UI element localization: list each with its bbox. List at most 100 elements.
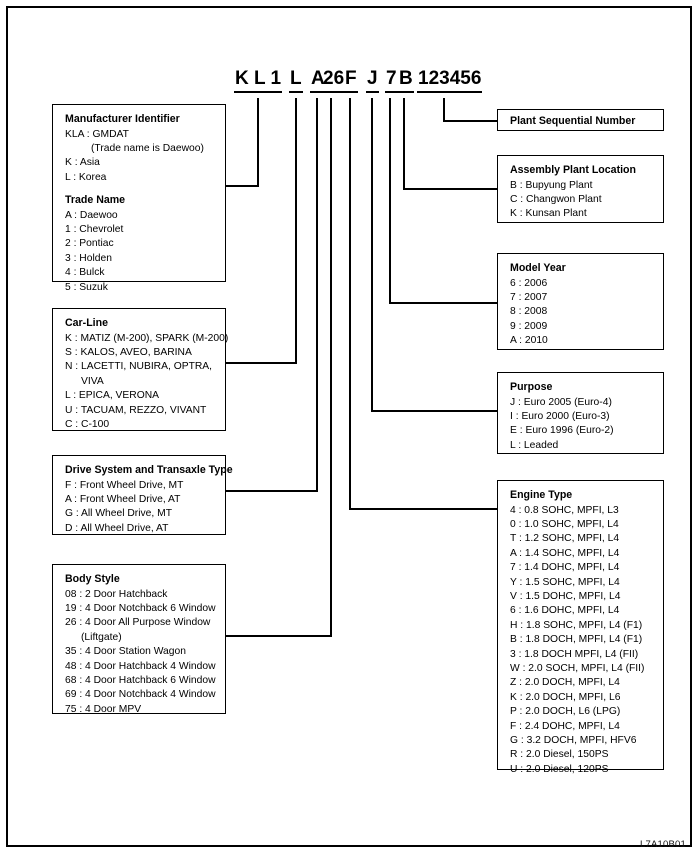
connector-bodystyle-vertical (330, 98, 332, 635)
connector-engine-vertical (349, 98, 351, 508)
engine-item: A : 1.4 SOHC, MPFI, L4 (510, 547, 620, 559)
engine-item: R : 2.0 Diesel, 150PS (510, 749, 609, 761)
assembly-item: B : Bupyung Plant (510, 179, 593, 191)
carline-item: U : TACUAM, REZZO, VIVANT (65, 404, 207, 416)
connector-bodystyle-horizontal (226, 635, 332, 637)
bodystyle-item: (Liftgate) (81, 631, 122, 643)
engine-item: 3 : 1.8 DOCH MPFI, L4 (FII) (510, 648, 639, 660)
box-purpose: Purpose J : Euro 2005 (Euro-4) I : Euro … (497, 372, 664, 454)
vin-string: K L 1 L A 26 F J 7 B 123456 (0, 68, 700, 98)
assembly-item: C : Changwon Plant (510, 193, 602, 205)
vin-segment-plant: B (398, 68, 414, 93)
modelyear-item: 7 : 2007 (510, 291, 548, 303)
drive-title: Drive System and Transaxle Type (65, 464, 233, 476)
page-border (6, 6, 692, 847)
vin-segment-purpose: J (366, 68, 379, 93)
bodystyle-item: 35 : 4 Door Station Wagon (65, 646, 186, 658)
drive-item: F : Front Wheel Drive, MT (65, 479, 184, 491)
vin-segment-trade: A (310, 68, 326, 93)
engine-item: V : 1.5 DOHC, MPFI, L4 (510, 590, 621, 602)
assembly-item: K : Kunsan Plant (510, 208, 587, 220)
engine-item: F : 2.4 DOHC, MPFI, L4 (510, 720, 620, 732)
figure-code: L7A10B01 (640, 839, 686, 850)
engine-item: 4 : 0.8 SOHC, MPFI, L3 (510, 504, 619, 516)
box-drive-system: Drive System and Transaxle Type F : Fron… (52, 455, 233, 535)
connector-sequential-horizontal (443, 120, 497, 122)
engine-item: 7 : 1.4 DOHC, MPFI, L4 (510, 562, 620, 574)
purpose-item: L : Leaded (510, 439, 559, 451)
engine-item: B : 1.8 DOCH, MPFI, L4 (F1) (510, 634, 643, 646)
trade-name-item: 3 : Holden (65, 252, 112, 264)
engine-item: K : 2.0 DOCH, MPFI, L6 (510, 691, 621, 703)
bodystyle-item: 19 : 4 Door Notchback 6 Window (65, 602, 216, 614)
connector-assembly-vertical (403, 98, 405, 188)
drive-item: A : Front Wheel Drive, AT (65, 493, 181, 505)
carline-title: Car-Line (65, 317, 108, 329)
box-assembly-plant-location: Assembly Plant Location B : Bupyung Plan… (497, 155, 664, 223)
box-plant-sequential-number: Plant Sequential Number (497, 109, 664, 131)
trade-name-item: 5 : Suzuk (65, 281, 108, 293)
vin-segment-modelyear: 7 (385, 68, 398, 93)
connector-purpose-vertical (371, 98, 373, 410)
connector-purpose-horizontal (371, 410, 497, 412)
connector-wmi-vertical (257, 98, 259, 185)
engine-item: H : 1.8 SOHC, MPFI, L4 (F1) (510, 619, 643, 631)
engine-item: G : 3.2 DOCH, MPFI, HFV6 (510, 735, 637, 746)
vin-segment-bodystyle: 26 (322, 68, 346, 93)
connector-carline-vertical (295, 98, 297, 362)
drive-item: D : All Wheel Drive, AT (65, 522, 169, 534)
bodystyle-item: 68 : 4 Door Hatchback 6 Window (65, 674, 216, 686)
bodystyle-item: 08 : 2 Door Hatchback (65, 588, 168, 600)
purpose-title: Purpose (510, 381, 553, 393)
modelyear-item: A : 2010 (510, 335, 548, 347)
trade-name-item: 1 : Chevrolet (65, 224, 124, 236)
manufacturer-item: L : Korea (65, 171, 107, 183)
modelyear-item: 8 : 2008 (510, 306, 548, 318)
engine-item: W : 2.0 SOCH, MPFI, L4 (FII) (510, 662, 645, 674)
trade-name-title: Trade Name (65, 194, 126, 207)
engine-item: Y : 1.5 SOHC, MPFI, L4 (510, 576, 620, 588)
box-manufacturer-identifier: Manufacturer Identifier KLA : GMDAT (Tra… (52, 104, 226, 293)
connector-trade-horizontal (226, 490, 318, 492)
vin-segment-carline: L (289, 68, 303, 93)
connector-modelyear-vertical (389, 98, 391, 302)
engine-item: P : 2.0 DOCH, L6 (LPG) (510, 706, 621, 718)
plant-sequential-title: Plant Sequential Number (510, 115, 636, 127)
vin-segment-sequential: 123456 (417, 68, 483, 93)
manufacturer-item: (Trade name is Daewoo) (91, 142, 204, 154)
connector-assembly-horizontal (403, 188, 497, 190)
trade-name-item: 4 : Bulck (65, 267, 105, 279)
carline-item: L : EPICA, VERONA (65, 390, 160, 402)
manufacturer-item: KLA : GMDAT (65, 128, 129, 140)
engine-item: 6 : 1.6 DOHC, MPFI, L4 (510, 605, 620, 617)
carline-item: N : LACETTI, NUBIRA, OPTRA, (65, 361, 213, 373)
box-car-line: Car-Line K : MATIZ (M-200), SPARK (M-200… (52, 308, 229, 431)
box-body-style: Body Style 08 : 2 Door Hatchback 19 : 4 … (52, 564, 226, 715)
bodystyle-item: 69 : 4 Door Notchback 4 Window (65, 689, 216, 701)
box-engine-type: Engine Type 4 : 0.8 SOHC, MPFI, L3 0 : 1… (497, 480, 664, 775)
engine-item: T : 1.2 SOHC, MPFI, L4 (510, 533, 620, 545)
carline-item: VIVA (81, 375, 104, 387)
bodystyle-item: 26 : 4 Door All Purpose Window (65, 617, 211, 629)
manufacturer-item: K : Asia (65, 157, 100, 169)
trade-name-item: A : Daewoo (65, 209, 118, 221)
carline-item: K : MATIZ (M-200), SPARK (M-200) (65, 332, 229, 344)
connector-wmi-horizontal (226, 185, 259, 187)
vin-segment-wmi: K L 1 (234, 68, 283, 93)
trade-name-item: 2 : Pontiac (65, 238, 114, 250)
connector-carline-horizontal (226, 362, 297, 364)
bodystyle-title: Body Style (65, 573, 120, 585)
connector-modelyear-horizontal (389, 302, 497, 304)
connector-sequential-vertical (443, 98, 445, 120)
connector-engine-horizontal (349, 508, 497, 510)
carline-item: S : KALOS, AVEO, BARINA (65, 346, 192, 358)
box-model-year: Model Year 6 : 2006 7 : 2007 8 : 2008 9 … (497, 253, 664, 350)
engine-item: Z : 2.0 DOCH, MPFI, L4 (510, 677, 620, 689)
engine-title: Engine Type (510, 489, 573, 501)
assembly-title: Assembly Plant Location (510, 164, 636, 176)
carline-item: C : C-100 (65, 418, 110, 430)
modelyear-item: 9 : 2009 (510, 320, 548, 332)
engine-item: 0 : 1.0 SOHC, MPFI, L4 (510, 518, 619, 530)
purpose-item: J : Euro 2005 (Euro-4) (510, 396, 612, 408)
